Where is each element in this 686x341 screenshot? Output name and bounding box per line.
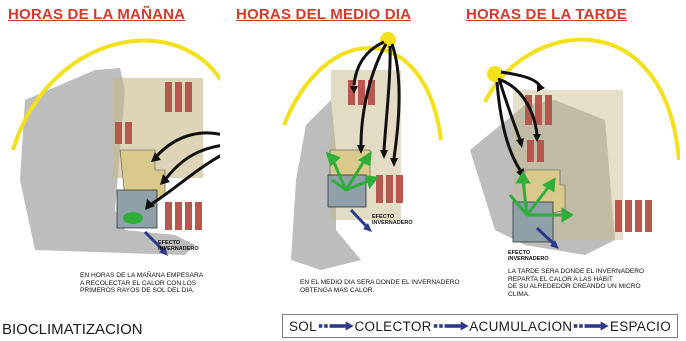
terrain-shape <box>291 100 361 270</box>
title-morning: HORAS DE LA MAÑANA <box>8 6 186 23</box>
terrain-shape <box>20 68 195 255</box>
title-afternoon: HORAS DE LA TARDE <box>466 6 627 23</box>
legend-sol: SOL <box>289 318 317 334</box>
caption-morning: EN HORAS DE LA MAÑANA EMPESARA A RECOLEC… <box>80 272 204 295</box>
morning-diagram <box>11 38 220 256</box>
section-label: BIOCLIMATIZACION <box>2 321 143 338</box>
legend-espacio: ESPACIO <box>609 318 672 334</box>
legend-acumulacion: ACUMULACION <box>469 318 573 334</box>
panel-morning <box>5 30 220 270</box>
legend: SOL COLECTOR ACUMULACION ESPACIO <box>282 314 678 338</box>
noon-diagram <box>282 32 443 270</box>
panel-afternoon <box>465 30 680 270</box>
caption-noon: EN EL MEDIO DIA SERA DONDE EL INVERNADER… <box>300 279 460 294</box>
afternoon-diagram <box>470 37 680 255</box>
legend-arrow-icon <box>318 321 354 331</box>
title-noon: HORAS DEL MEDIO DIA <box>236 6 412 23</box>
panel-noon <box>236 30 451 270</box>
caption-afternoon: LA TARDE SERA DONDE EL INVERNADERO REPAR… <box>508 268 645 298</box>
legend-arrow-icon <box>574 321 609 331</box>
legend-colector: COLECTOR <box>354 318 432 334</box>
sun-path-arc <box>11 38 220 151</box>
legend-arrow-icon <box>433 321 469 331</box>
